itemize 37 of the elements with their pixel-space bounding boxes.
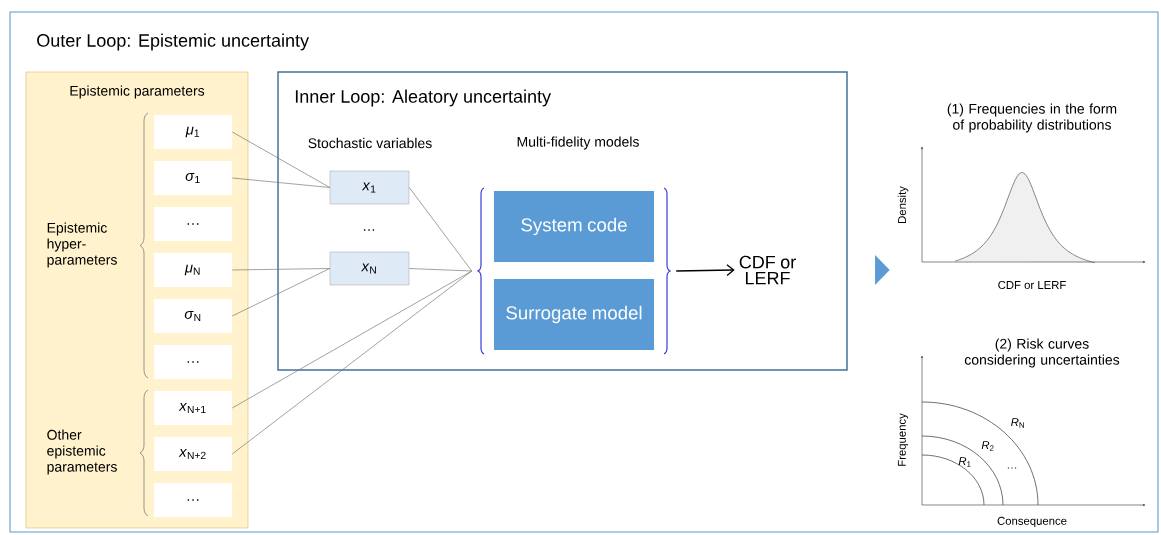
connector-line [408,268,473,272]
connector-line [231,268,331,271]
variable-box: x$_{1}$ [329,170,410,205]
variable-box: x$_{N}$ [329,251,410,286]
connector-line [231,268,331,317]
brace-label: Other epistemic parameters [47,429,117,475]
model-box: Surrogate model [494,279,654,350]
connector-line [231,177,331,188]
brace-label: Epistemic hyper-parameters [47,222,117,268]
column-heading: Stochastic variables [308,137,432,149]
parameter-box: … [154,345,232,379]
axis-label: Frequency [897,413,909,466]
curve-label: R$_{1}$ [958,457,971,467]
curve-label: R$_{2}$ [981,441,994,451]
ellipsis: … [363,229,375,231]
parameter-box: μ$_{N}$ [154,253,232,287]
axis-label: Density [897,186,909,223]
curve-label: … [1007,467,1017,469]
connector-line [408,187,473,272]
parameter-box: σ$_{1}$ [154,161,232,195]
connector-line [231,131,331,188]
model-box: System code [494,191,654,262]
chart-title: (1) Frequencies in the form of probability distributions [947,103,1117,133]
chart-title: (2) Risk curves considering uncertainties [964,338,1120,368]
parameter-box: … [154,207,232,241]
parameter-box: x$_{N+1}$ [154,391,232,425]
parameter-box: μ$_{1}$ [154,115,232,149]
arrow [675,264,735,277]
density-plot-drawing [920,146,1146,264]
parameter-box: σ$_{N}$ [154,299,232,333]
output-text: CDF or LERF [739,255,796,285]
parameter-box: x$_{N+2}$ [154,437,232,471]
parameter-box: … [154,483,232,517]
connector-line [231,270,473,455]
axis-label: CDF or LERF [998,281,1066,289]
axis-label: Consequence [997,516,1067,528]
curve-label: R$_{N}$ [1011,418,1024,428]
